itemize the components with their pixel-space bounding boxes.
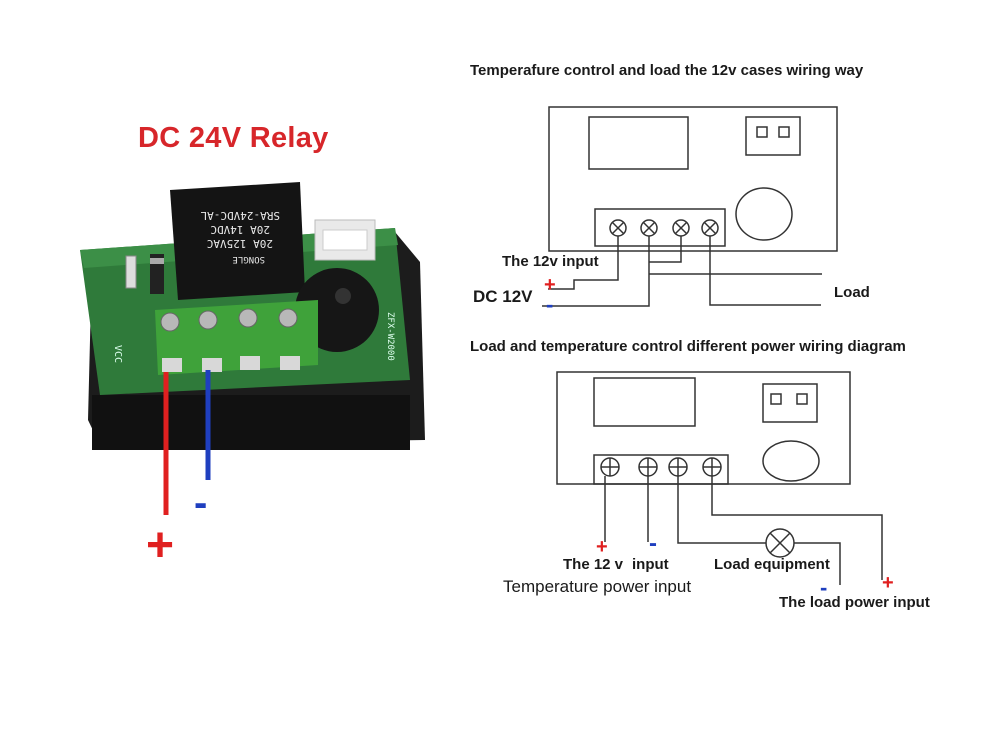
housing-bottom [92,395,410,450]
board-label: ZFX-W2000 [385,312,395,361]
diagram1-title: Temperafure control and load the 12v cas… [470,62,864,79]
terminal-strip [594,208,726,247]
relay-text-1: SRA-24VDC-AL [200,209,280,222]
diagram2-title: Load and temperature control different p… [470,338,906,355]
relay-text-4: SONGLE [232,254,265,264]
d2-input-prefix: The 12 v [563,556,624,573]
vcc-label: VCC [112,345,123,363]
d1-input-label: The 12v input [502,253,599,270]
d2-minus-temp: - [649,530,657,557]
d1-minus: - [546,292,554,317]
display-window [588,116,689,170]
minus-sign: - [194,481,208,525]
d2-load-power: The load power input [779,594,930,611]
terminals [609,219,719,237]
relay-text-3: 20A 125VAC [207,237,273,250]
d1-plus: + [544,274,556,296]
load-lamp [765,528,795,558]
d2-plus-load: + [882,572,894,594]
d1-load-label: Load [834,284,870,301]
d2-minus-load: - [820,575,828,600]
d2-temp-power: Temperature power input [503,577,692,596]
knob [735,187,793,241]
terminal-block [155,300,318,375]
display-window-2 [593,377,696,427]
relay [170,182,305,300]
terminals-2 [600,457,722,477]
relay-text-2: 20A 14VDC [210,223,270,236]
photo-title: DC 24V Relay [138,122,329,154]
d2-plus-temp: + [596,536,608,558]
d1-dc-label: DC 12V [473,287,533,306]
d2-load-equipment: Load equipment [714,556,830,573]
terminal-strip-2 [593,454,729,485]
knob-2 [762,440,820,482]
d2-input-suffix: input [632,556,669,573]
controller-box [548,106,838,252]
plus-sign: + [146,519,175,572]
